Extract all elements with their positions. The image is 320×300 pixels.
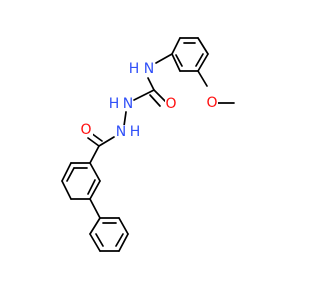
bond [153,89,167,103]
bond [89,180,101,200]
hydrogen-label: H [109,96,120,112]
hydrogen-label: H [129,61,140,77]
bond [197,70,208,87]
bond [89,162,101,182]
bond [95,233,104,247]
bond [147,77,155,91]
bond [171,53,181,72]
bond-layer [61,37,235,252]
bond [61,162,72,182]
molecule-structure: N H O O N H N H O [61,37,235,252]
bond [89,217,101,235]
bond [195,53,204,67]
nitrogen-label: N [116,124,126,140]
bond [89,145,100,164]
hydrogen-label: H [130,124,141,140]
bond [118,233,129,252]
atom-o-amide: O [80,122,93,138]
bond [98,136,115,147]
bond [175,54,183,67]
bond [87,179,96,195]
atom-nh-lower: N H [116,124,141,140]
bond [197,53,209,72]
bond [115,233,124,247]
oxygen-label: O [80,122,91,138]
atom-o-methoxy: O [206,95,218,111]
bond [87,137,100,147]
bond [155,53,173,64]
bond [123,111,127,127]
bond [89,198,101,219]
bond [133,89,155,101]
bond [118,217,129,235]
atom-nh-middle: N H [109,96,134,112]
bond [89,233,101,252]
nitrogen-label: N [144,61,154,77]
bond [197,37,209,55]
atom-o-urea: O [165,96,177,112]
oxygen-label: O [206,95,217,111]
nitrogen-label: N [123,96,133,112]
bond [149,94,161,107]
bond [61,180,72,200]
atom-nh-aryl: N H [129,61,155,77]
oxygen-label: O [165,96,176,112]
bond [171,37,181,55]
bond [66,167,75,182]
atom-label-layer: N H O O N H N H O [80,61,218,140]
